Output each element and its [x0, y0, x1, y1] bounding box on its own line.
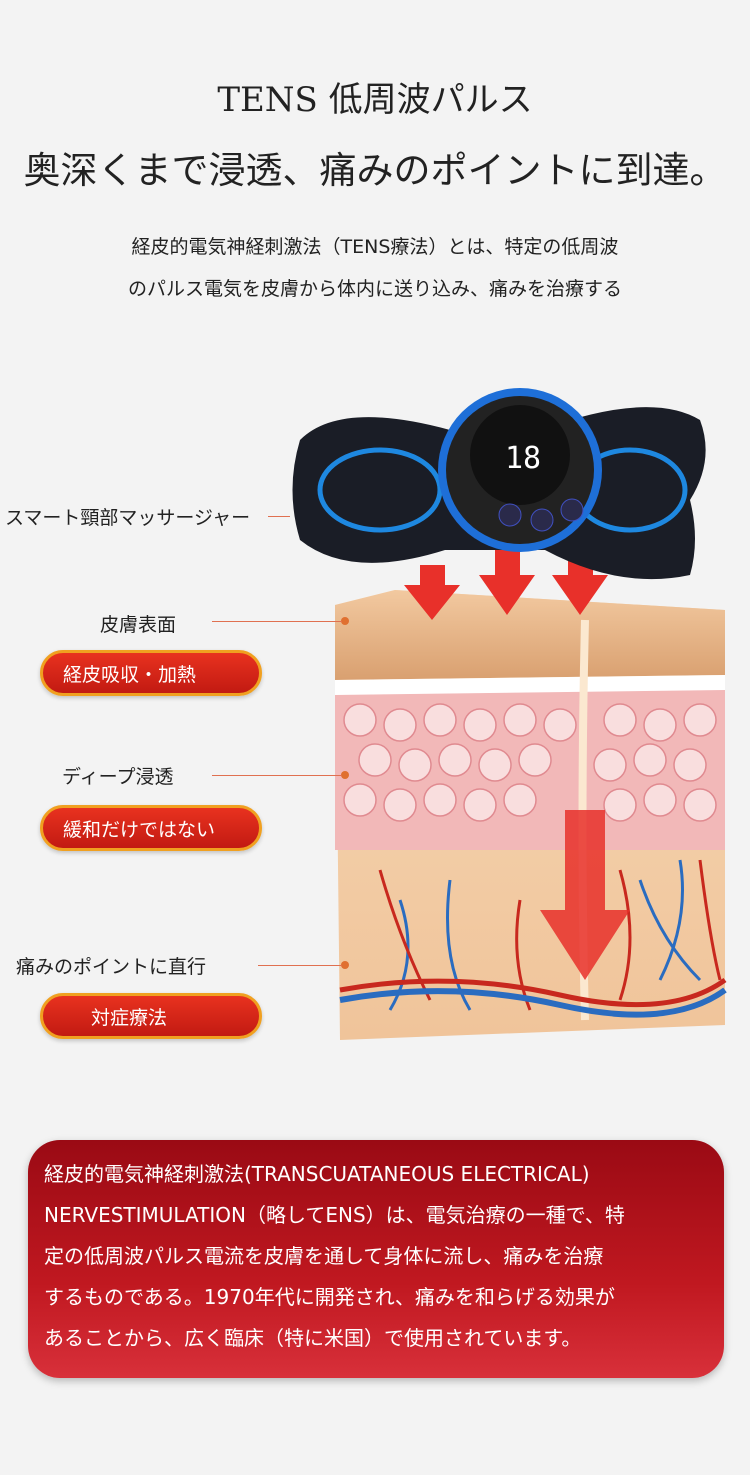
tens-illustration: 18 — [292, 388, 727, 1040]
pill-symptomatic: 対症療法 — [40, 993, 262, 1039]
description-box: 経皮的電気神経刺激法(TRANSCUATANEOUS ELECTRICAL) N… — [28, 1140, 724, 1378]
headline: 奥深くまで浸透、痛みのポイントに到達。 — [23, 149, 727, 192]
skin-cross-section — [335, 590, 727, 1040]
svg-text:18: 18 — [505, 441, 541, 476]
pill-not-only-relief: 緩和だけではない — [40, 805, 262, 851]
pulse-arrows — [404, 550, 608, 620]
label-device: スマート頸部マッサージャー — [5, 507, 251, 529]
pill-transdermal: 経皮吸収・加熱 — [40, 650, 262, 696]
massager-device: 18 — [292, 388, 706, 580]
label-deep: ディープ浸透 — [62, 766, 174, 788]
description-line: 定の低周波パルス電流を皮膚を通して身体に流し、痛みを治療 — [44, 1244, 604, 1268]
label-skin-surface: 皮膚表面 — [100, 614, 177, 636]
page-title: TENS 低周波パルス — [217, 80, 533, 120]
description-line: するものである。1970年代に開発され、痛みを和らげる効果が — [44, 1285, 615, 1309]
description-line: 経皮的電気神経刺激法(TRANSCUATANEOUS ELECTRICAL) — [44, 1162, 590, 1186]
label-pain-point: 痛みのポイントに直行 — [16, 956, 207, 978]
description-line: NERVESTIMULATION（略してENS）は、電気治療の一種で、特 — [44, 1203, 625, 1227]
intro-line-1: 経皮的電気神経刺激法（TENS療法）とは、特定の低周波 — [131, 236, 619, 258]
intro-line-2: のパルス電気を皮膚から体内に送り込み、痛みを治療する — [127, 278, 622, 300]
description-line: あることから、広く臨床（特に米国）で使用されています。 — [44, 1326, 582, 1350]
